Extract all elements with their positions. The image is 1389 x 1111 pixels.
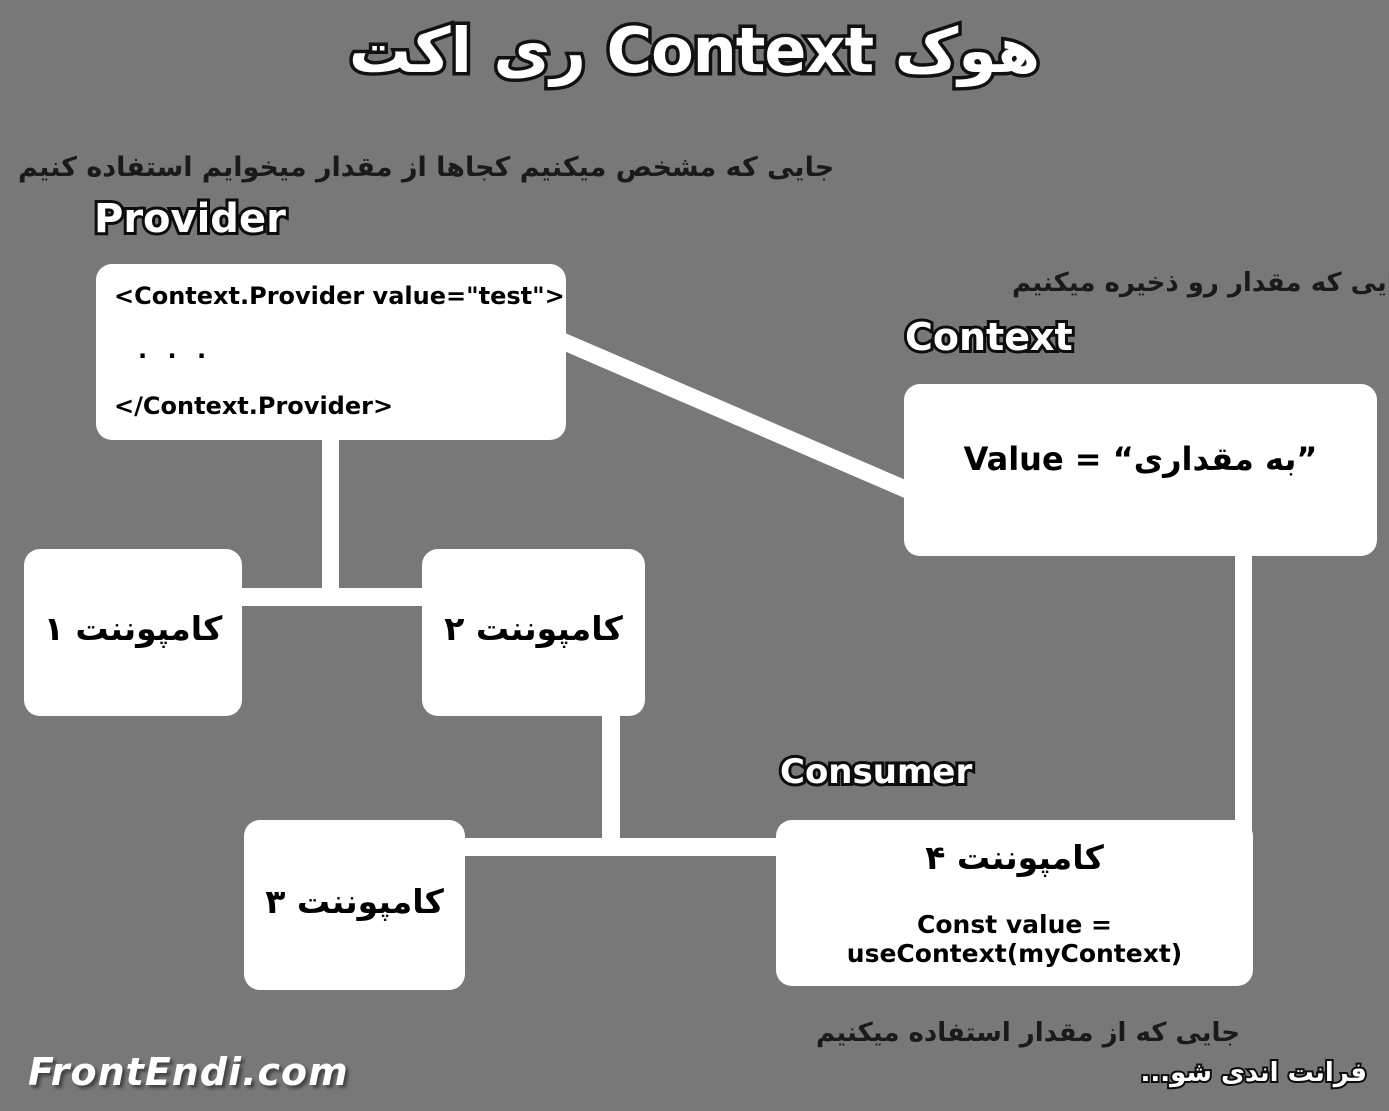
component-4-code: Const value = useContext(myContext) (846, 910, 1183, 968)
connector-c1-c2-horizontal (232, 588, 442, 606)
provider-code-line-3: </Context.Provider> (114, 392, 394, 420)
provider-code-line-2: . . . (138, 336, 213, 364)
consumer-note: جایی که از مقدار استفاده میکنیم (816, 1018, 1241, 1048)
component-3-label: کامپوننت ۳ (265, 882, 444, 921)
connector-context-c4-vertical (1235, 548, 1252, 840)
provider-code-line-1: <Context.Provider value="test"> (114, 282, 565, 310)
component-1-box[interactable]: کامپوننت ۱ (24, 549, 242, 716)
provider-heading: Provider (91, 193, 289, 245)
component-2-label: کامپوننت ۲ (444, 609, 623, 648)
component-2-box[interactable]: کامپوننت ۲ (422, 549, 645, 716)
connector-c3-c4-horizontal (452, 838, 792, 856)
provider-note: جایی که مشخص میکنیم کجاها از مقدار میخوا… (18, 152, 835, 183)
page-title: هوک Context ری اکت (345, 11, 1044, 91)
connector-provider-vertical (322, 436, 339, 596)
component-3-box[interactable]: کامپوننت ۳ (244, 820, 465, 990)
component-1-label: کامپوننت ۱ (43, 609, 223, 648)
connector-c2-vertical (602, 706, 620, 852)
context-value-text: Value = “به مقداری” (963, 440, 1318, 478)
context-box[interactable]: Value = “به مقداری” (904, 384, 1377, 556)
consumer-heading: Consumer (777, 749, 975, 795)
context-note: جایی که مقدار رو ذخیره میکنیم (1012, 268, 1389, 298)
site-brand-fa: فرانت اندی شو... (1138, 1056, 1369, 1090)
component-4-label: کامپوننت ۴ (925, 838, 1104, 877)
site-brand: FrontEndi.com (28, 1050, 349, 1094)
component-4-box[interactable]: کامپوننت ۴ Const value = useContext(myCo… (776, 820, 1253, 986)
provider-box[interactable]: <Context.Provider value="test"> . . . </… (96, 264, 566, 440)
context-heading: Context (902, 312, 1076, 362)
